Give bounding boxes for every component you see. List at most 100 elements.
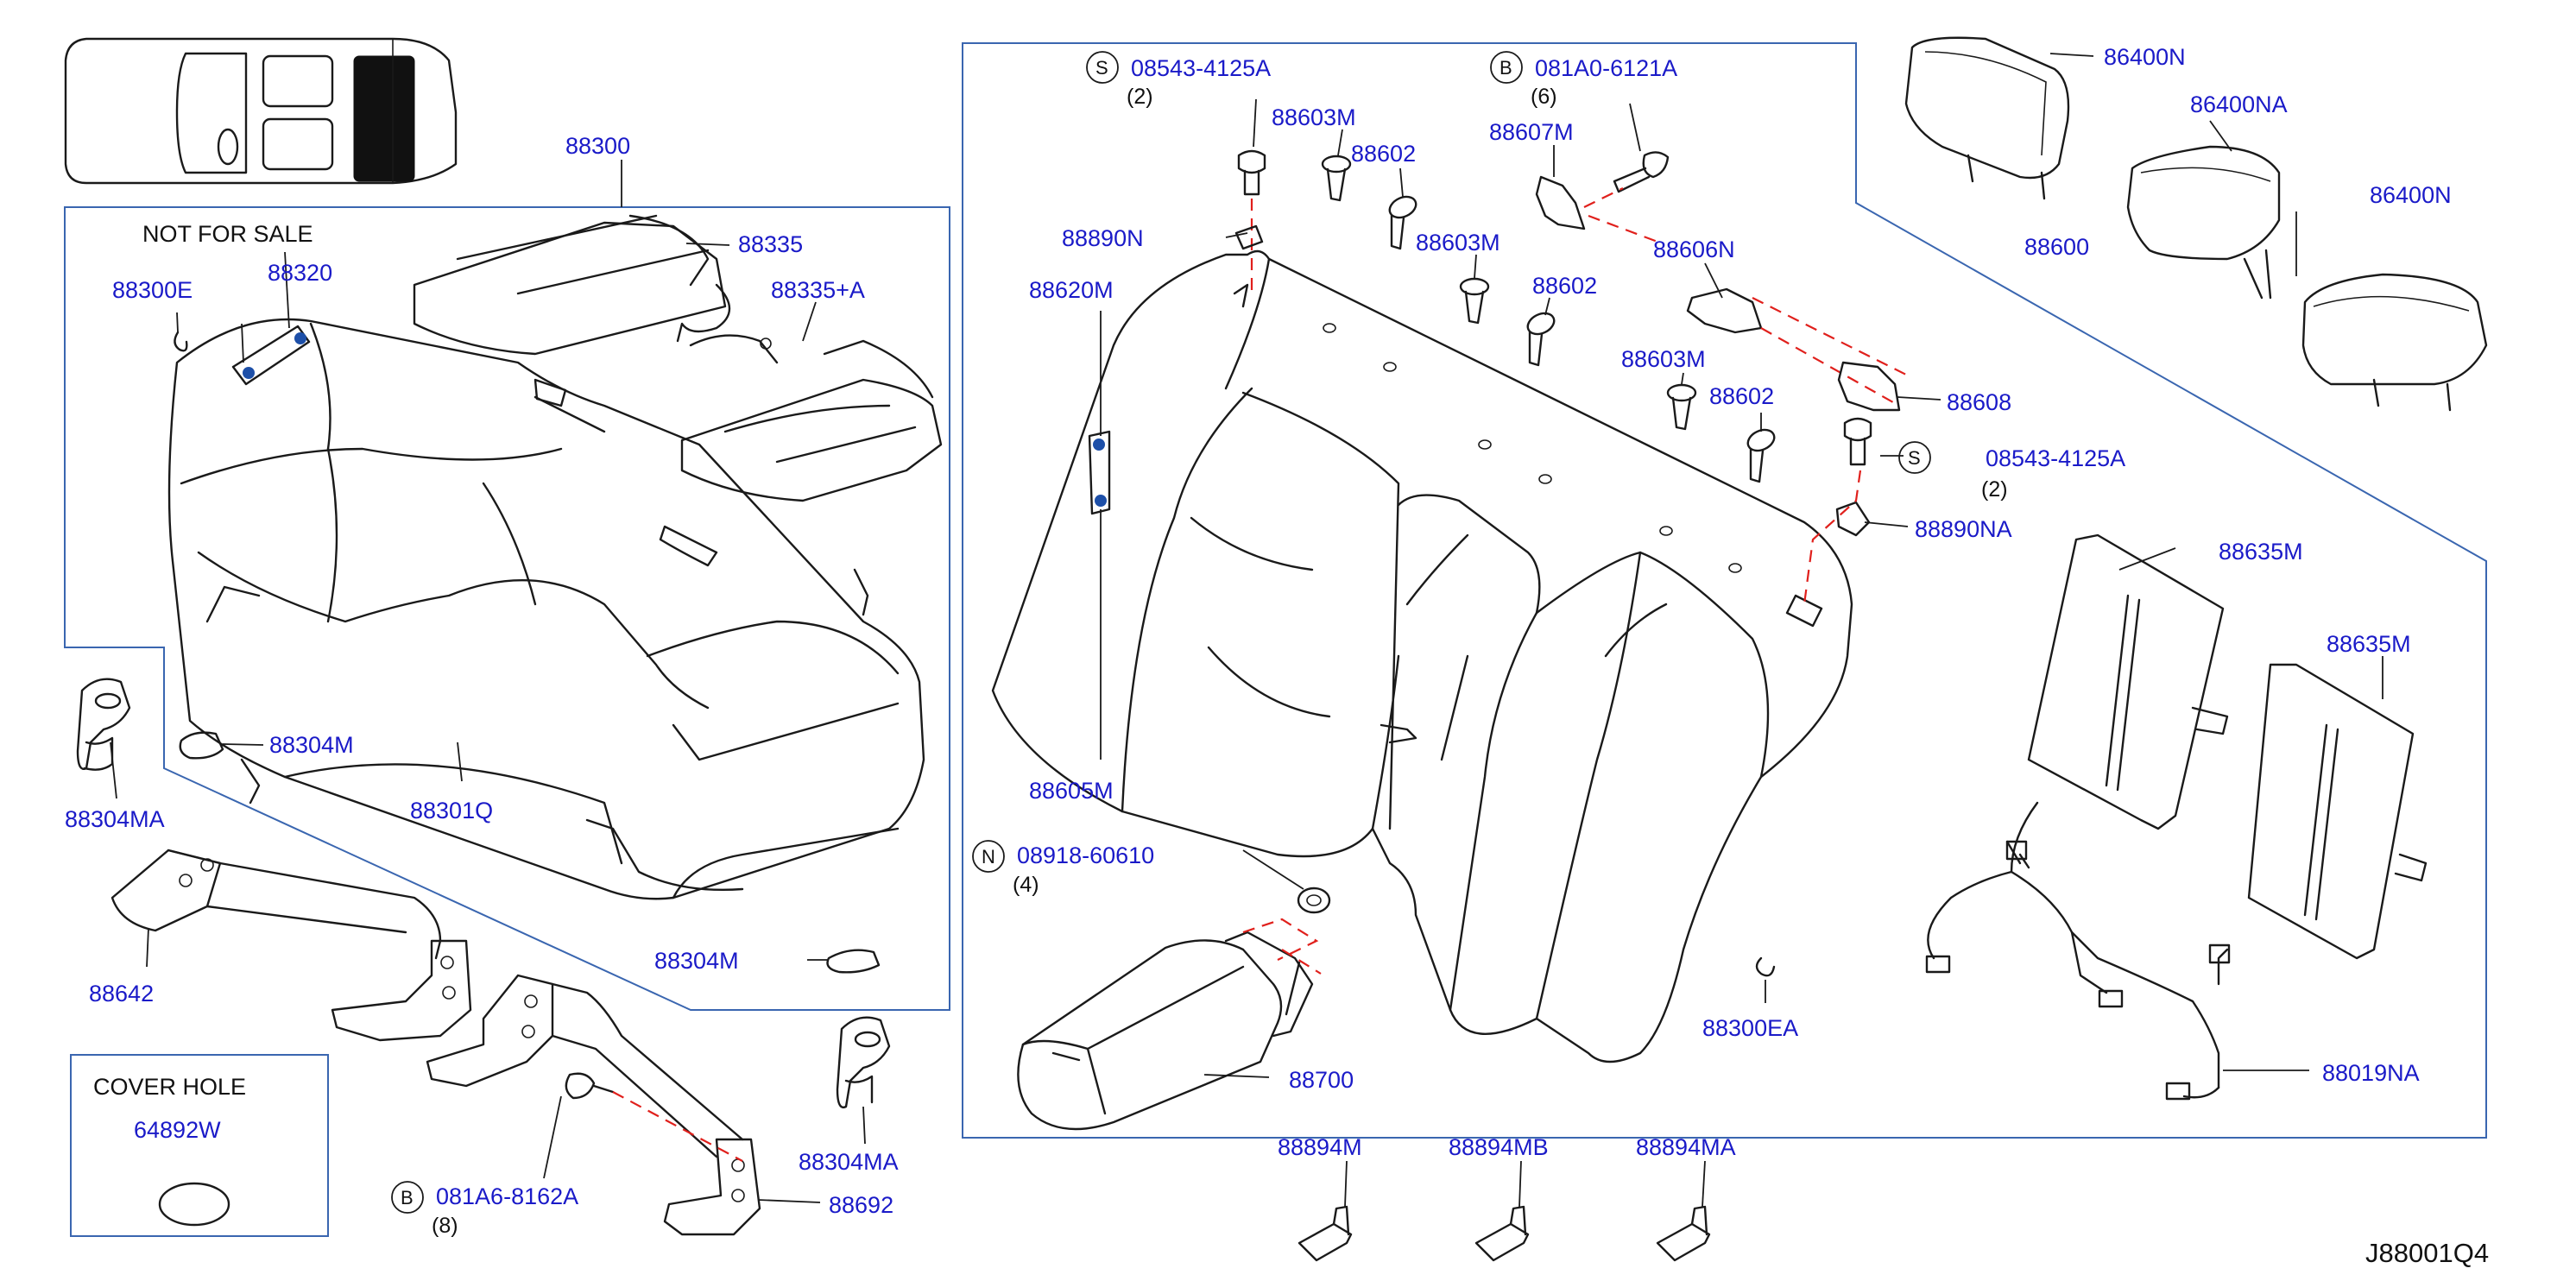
callout-88304M-right: 88304M <box>654 948 739 974</box>
symbol-S-top: S <box>1095 57 1108 79</box>
pin-88602-b <box>1526 312 1556 367</box>
latch-88304MA-left <box>76 678 131 771</box>
bolt-081A0-6121A <box>1613 151 1670 193</box>
qty-08918: (4) <box>1013 873 1039 897</box>
cover-hole-box <box>70 1054 329 1237</box>
clip-88300E <box>174 331 188 352</box>
qty-081A0: (6) <box>1531 85 1557 109</box>
cover-hole-plug-64892W <box>158 1182 230 1227</box>
callout-88602-b: 88602 <box>1532 273 1597 299</box>
clip-88894MA <box>1656 1205 1711 1262</box>
callout-88894M: 88894M <box>1278 1134 1362 1160</box>
callout-88608: 88608 <box>1947 389 2011 415</box>
callout-88300EA: 88300EA <box>1702 1015 1798 1041</box>
bracket-88608 <box>1837 361 1901 412</box>
vehicle-locator-icon <box>64 37 458 185</box>
callout-88894MA: 88894MA <box>1636 1134 1736 1160</box>
bracket-88620M-88605M <box>1088 430 1111 515</box>
callout-08543-4125A-top: 08543-4125A <box>1131 55 1271 81</box>
callout-88300: 88300 <box>565 133 630 159</box>
callout-88335: 88335 <box>738 231 803 257</box>
pin-88602-c <box>1746 428 1776 483</box>
qty-08543-mid: (2) <box>1981 477 2008 502</box>
clip-88894MB <box>1474 1205 1530 1262</box>
grommet-88603M-c <box>1666 383 1697 431</box>
bolt-08543-4125A-mid <box>1843 417 1872 466</box>
callout-081A0-6121A: 081A0-6121A <box>1535 55 1677 81</box>
callout-08918-60610: 08918-60610 <box>1017 842 1154 868</box>
cap-88304M-left <box>179 731 224 760</box>
callout-081A6-8162A: 081A6-8162A <box>436 1183 578 1209</box>
diagram-code: J88001Q4 <box>2365 1238 2489 1268</box>
callout-64892W: 64892W <box>134 1117 221 1143</box>
callout-88301Q: 88301Q <box>410 798 493 824</box>
callout-88620M: 88620M <box>1029 277 1114 303</box>
callout-88320: 88320 <box>268 260 332 286</box>
seat-cushion-88301Q <box>167 318 925 900</box>
seat-back-assembly-frame <box>962 42 2487 1139</box>
cap-88304M-right <box>826 949 881 974</box>
callout-88300E: 88300E <box>112 277 193 303</box>
panel-88635M-b <box>2247 663 2428 960</box>
symbol-B-081A6: B <box>401 1187 414 1208</box>
symbol-N: N <box>982 846 995 868</box>
pin-88602-a <box>1388 195 1417 250</box>
callout-88602-c: 88602 <box>1709 383 1774 409</box>
seat-cushion-assembly-frame <box>64 206 950 1011</box>
qty-08543-top: (2) <box>1127 85 1153 109</box>
bracket-88607M <box>1535 175 1586 230</box>
grommet-88603M-a <box>1321 155 1352 202</box>
callout-88605M: 88605M <box>1029 778 1114 804</box>
panel-88635M-a <box>2027 533 2229 830</box>
callout-88335A: 88335+A <box>771 277 865 303</box>
clip-88894M <box>1297 1205 1353 1262</box>
callout-88602-a: 88602 <box>1351 141 1416 167</box>
callout-86400N: 86400N <box>2104 44 2186 70</box>
tag-88320 <box>231 325 311 386</box>
callout-88894MB: 88894MB <box>1449 1134 1549 1160</box>
callout-88635M-b: 88635M <box>2327 631 2411 657</box>
headrest-86400N-b <box>2301 273 2488 412</box>
seat-back-88600-body <box>991 249 1853 1063</box>
nut-08918-60610 <box>1297 887 1331 914</box>
leader-lines <box>110 53 2383 1208</box>
callout-88304MA-left: 88304MA <box>65 806 165 832</box>
not-for-sale-note: NOT FOR SALE <box>142 221 313 247</box>
callout-88603M-b: 88603M <box>1416 230 1500 256</box>
callout-88642: 88642 <box>89 981 154 1006</box>
callout-88606N: 88606N <box>1653 237 1735 262</box>
callout-88692: 88692 <box>829 1192 893 1218</box>
callout-88019NA: 88019NA <box>2322 1060 2420 1086</box>
callout-88607M: 88607M <box>1489 119 1574 145</box>
callout-88304MA-right: 88304MA <box>799 1149 899 1175</box>
callout-86400N-b: 86400N <box>2370 182 2452 208</box>
symbol-B-081A0: B <box>1500 57 1512 79</box>
harness-88019NA <box>1925 801 2231 1101</box>
callout-88304M-left: 88304M <box>269 732 354 758</box>
bolt-08543-4125A-top <box>1237 149 1266 196</box>
clip-88890N <box>1234 224 1264 250</box>
callout-88890NA: 88890NA <box>1915 516 2012 542</box>
callout-88700: 88700 <box>1289 1067 1354 1093</box>
rear-seat-highlight <box>353 55 415 182</box>
bolt-081A6-8162A <box>565 1072 615 1100</box>
qty-081A6: (8) <box>432 1214 458 1238</box>
callout-88600: 88600 <box>2024 234 2089 260</box>
headrest-86400NA <box>2126 145 2281 300</box>
clip-88300EA <box>1755 956 1776 977</box>
symbol-S-mid: S <box>1908 447 1921 469</box>
callout-88603M-a: 88603M <box>1272 104 1356 130</box>
bracket-88606N <box>1686 287 1763 334</box>
callout-88635M-a: 88635M <box>2219 539 2303 565</box>
seat-pad-88335 <box>413 214 731 356</box>
callout-88603M-c: 88603M <box>1621 346 1706 372</box>
bracket-88642 <box>110 849 472 1042</box>
cover-hole-title: COVER HOLE <box>93 1074 246 1100</box>
headrest-86400N <box>1904 36 2070 200</box>
callout-88890N: 88890N <box>1062 225 1144 251</box>
armrest-88700 <box>1017 931 1314 1131</box>
grommet-88603M-b <box>1459 277 1490 325</box>
callout-08543-4125A-mid: 08543-4125A <box>1986 445 2125 471</box>
latch-88304MA-right <box>836 1016 891 1108</box>
